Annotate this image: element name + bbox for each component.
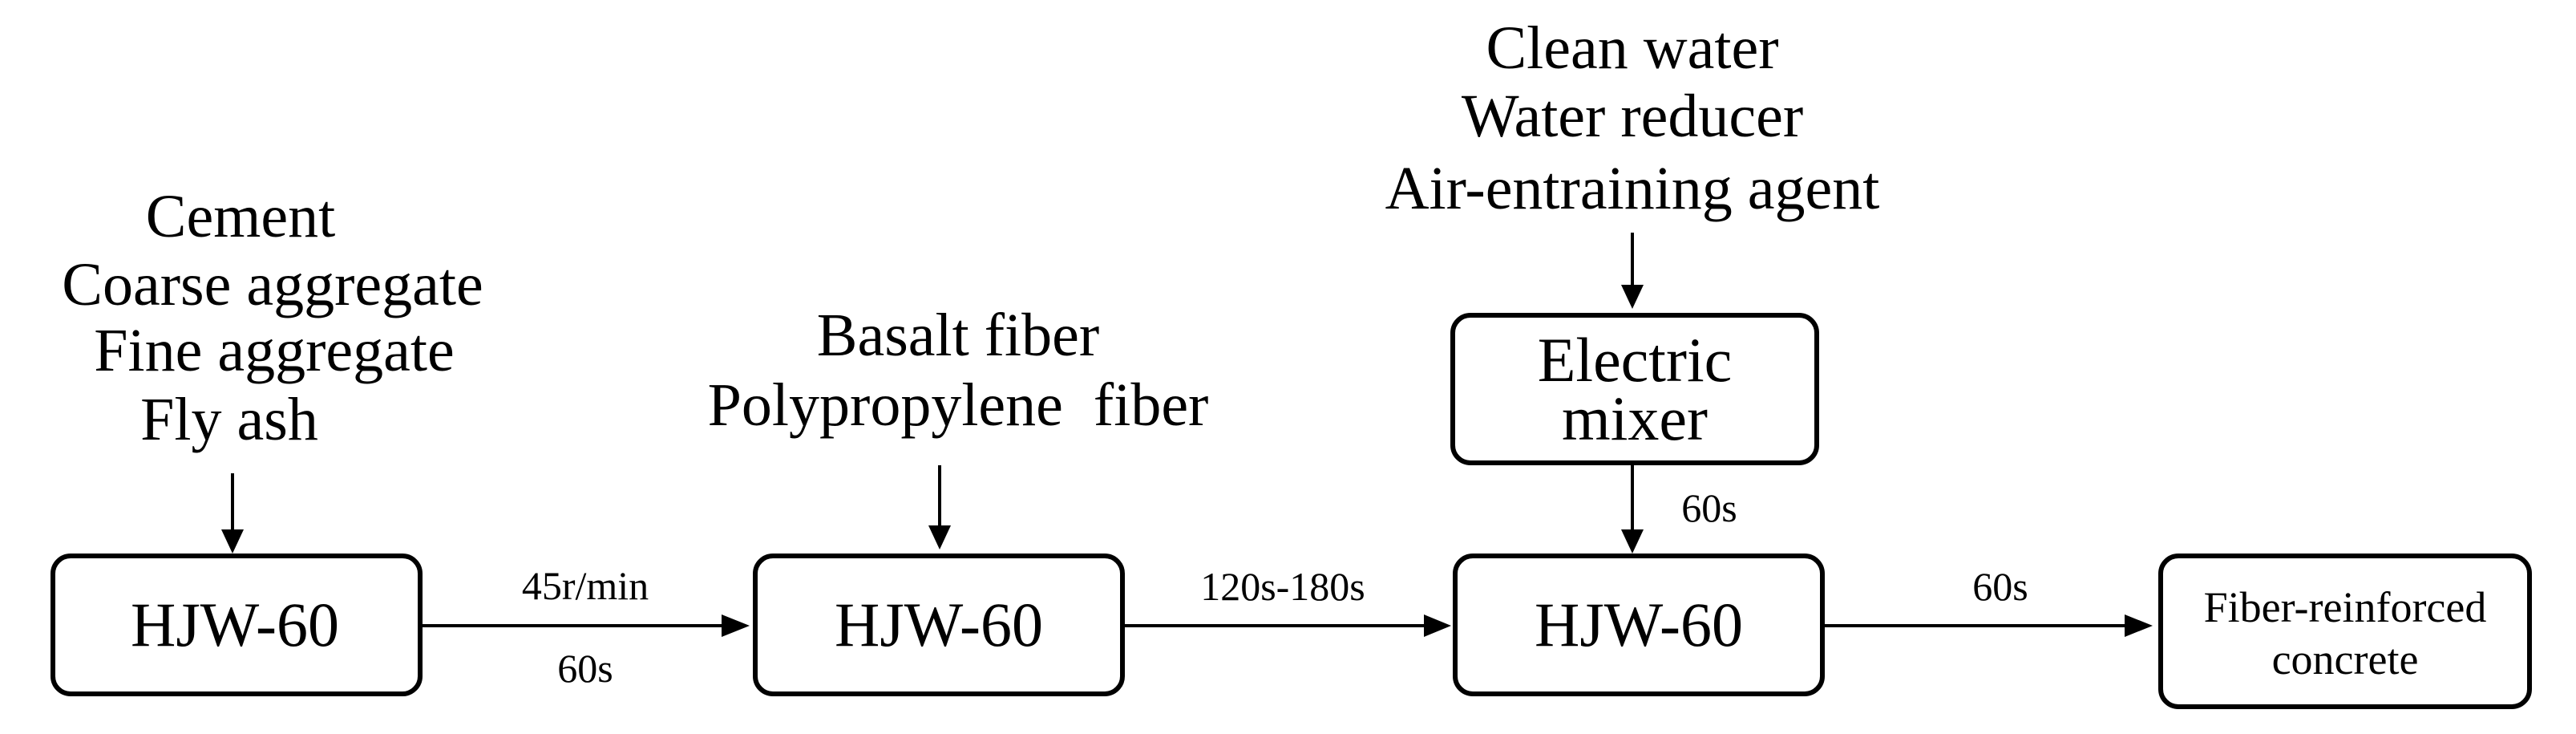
fiber-polypropylene: Polypropylene fiber — [708, 371, 1209, 439]
arrow-mixer3-to-product: 60s — [1824, 564, 2153, 637]
liquid-air-entraining-agent: Air-entraining agent — [1385, 155, 1880, 222]
fiber-basalt: Basalt fiber — [817, 302, 1099, 369]
mixer-box-1: HJW-60 — [51, 554, 423, 696]
mixer1-to-mixer2-speed-label: 45r/min — [522, 563, 649, 608]
arrow-mixer1-to-mixer2: 45r/min 60s — [422, 563, 750, 691]
base-material-cement: Cement — [146, 183, 335, 250]
electric-mixer-time-label: 60s — [1681, 485, 1737, 530]
mixer1-to-mixer2-time-label: 60s — [557, 646, 613, 691]
electric-mixer-label-line2: mixer — [1562, 383, 1708, 453]
electric-mixer-box: Electric mixer — [1450, 313, 1819, 465]
mixer-box-2-label: HJW-60 — [835, 590, 1043, 659]
base-materials-label: Cement Coarse aggregate Fine aggregate F… — [62, 183, 483, 453]
electric-mixer-arrow: 60s — [1621, 465, 1737, 554]
fibers-label: Basalt fiber Polypropylene fiber — [708, 302, 1209, 439]
mixer-box-1-label: HJW-60 — [131, 590, 339, 659]
product-label-line2: concrete — [2272, 635, 2419, 683]
electric-mixer-label-line1: Electric — [1538, 325, 1733, 395]
liquid-water-reducer: Water reducer — [1462, 83, 1803, 150]
product-box: Fiber-reinforced concrete — [2158, 554, 2532, 709]
liquids-label: Clean water Water reducer Air-entraining… — [1385, 14, 1880, 222]
arrow-mixer2-to-mixer3: 120s-180s — [1124, 564, 1451, 637]
liquid-clean-water: Clean water — [1486, 14, 1778, 82]
base-material-coarse-aggregate: Coarse aggregate — [62, 251, 483, 318]
base-materials-arrow — [221, 473, 244, 554]
mixer-box-3: HJW-60 — [1453, 554, 1825, 696]
mixer3-to-product-time-label: 60s — [1972, 564, 2028, 609]
fibers-arrow — [928, 465, 951, 549]
mixer2-to-mixer3-time-label: 120s-180s — [1200, 564, 1365, 609]
base-material-fly-ash: Fly ash — [140, 386, 318, 453]
mixer-box-3-label: HJW-60 — [1535, 590, 1743, 659]
liquids-arrow — [1621, 233, 1644, 309]
base-material-fine-aggregate: Fine aggregate — [94, 317, 454, 384]
mixer-box-2: HJW-60 — [753, 554, 1125, 696]
product-label-line1: Fiber-reinforced — [2204, 583, 2487, 631]
